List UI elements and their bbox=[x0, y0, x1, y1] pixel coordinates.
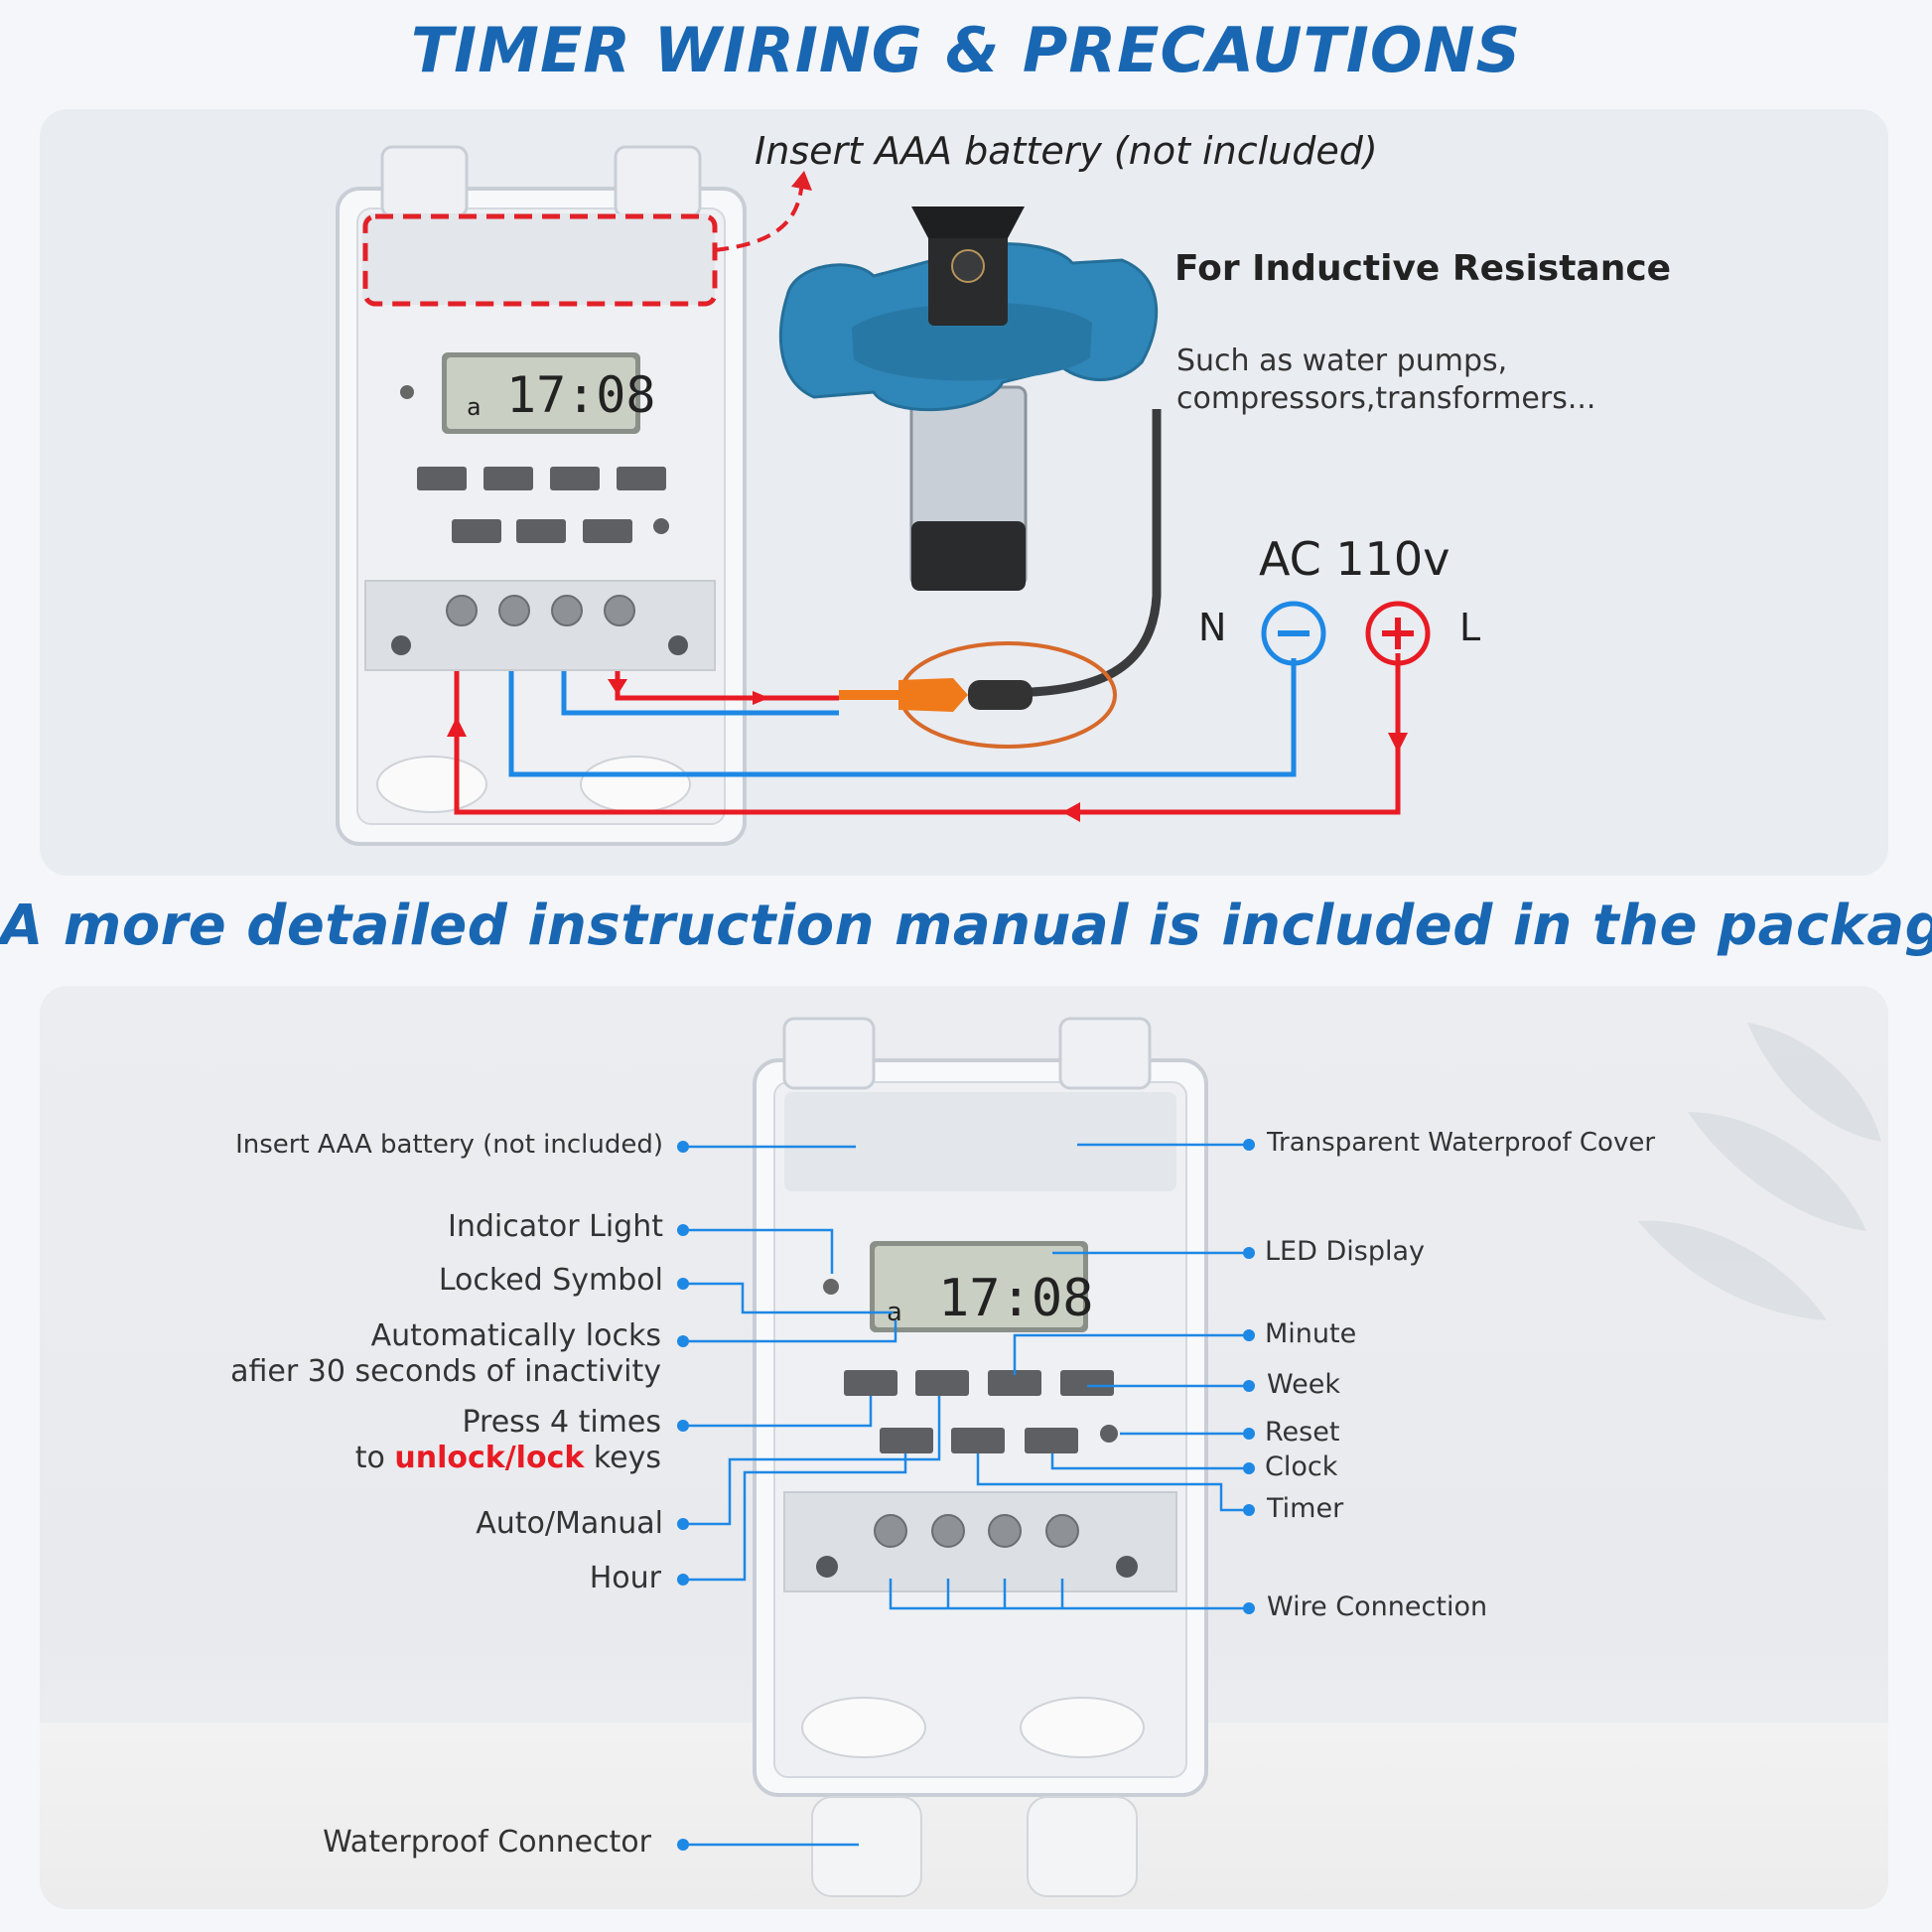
live-plus-icon bbox=[1365, 601, 1431, 666]
live-label: L bbox=[1459, 606, 1481, 649]
callout-minute: Minute bbox=[1265, 1318, 1357, 1349]
callout-press-4: Press 4 times bbox=[462, 1405, 661, 1440]
unlock-highlight: unlock/lock bbox=[394, 1441, 585, 1475]
battery-compartment-highlight bbox=[362, 213, 718, 307]
callout-hour: Hour bbox=[589, 1561, 661, 1595]
svg-text:a: a bbox=[887, 1298, 902, 1327]
callout-led-display: LED Display bbox=[1265, 1236, 1425, 1267]
callout-clock: Clock bbox=[1265, 1451, 1338, 1482]
callout-wire-connection: Wire Connection bbox=[1267, 1591, 1488, 1622]
lcd-digits-2: 17:08 bbox=[938, 1269, 1094, 1328]
neutral-minus-icon bbox=[1261, 601, 1326, 666]
manual-subtitle: A more detailed instruction manual is in… bbox=[0, 894, 1932, 958]
page-title: TIMER WIRING & PRECAUTIONS bbox=[410, 14, 1522, 86]
load-desc-2: compressors,transformers... bbox=[1176, 381, 1596, 416]
callout-auto-manual: Auto/Manual bbox=[476, 1506, 663, 1541]
callout-reset: Reset bbox=[1265, 1417, 1340, 1448]
callout-unlock-lock: to unlock/lock keys bbox=[354, 1441, 661, 1475]
callout-battery: Insert AAA battery (not included) bbox=[235, 1130, 663, 1160]
callout-locked-symbol: Locked Symbol bbox=[438, 1263, 663, 1298]
callout-week: Week bbox=[1267, 1369, 1340, 1400]
svg-text:a: a bbox=[467, 393, 481, 421]
callout-auto-lock-2: afier 30 seconds of inactivity bbox=[230, 1354, 661, 1389]
callout-transparent-cover: Transparent Waterproof Cover bbox=[1267, 1128, 1656, 1158]
battery-note: Insert AAA battery (not included) bbox=[755, 129, 1378, 173]
load-title: For Inductive Resistance bbox=[1174, 248, 1672, 289]
timer-housing-bottom: a 17:08 bbox=[753, 1017, 1208, 1897]
indicator-light bbox=[400, 385, 414, 399]
callout-auto-lock-1: Automatically locks bbox=[370, 1318, 661, 1353]
callout-timer: Timer bbox=[1267, 1493, 1344, 1524]
water-pump-image bbox=[778, 207, 1159, 591]
callout-indicator-light: Indicator Light bbox=[448, 1209, 663, 1244]
callout-waterproof-connector: Waterproof Connector bbox=[323, 1825, 651, 1860]
indicator-light-2 bbox=[823, 1279, 839, 1295]
ac-voltage-label: AC 110v bbox=[1259, 532, 1450, 586]
load-desc-1: Such as water pumps, bbox=[1176, 344, 1508, 378]
callout-lines bbox=[683, 1143, 1249, 1847]
neutral-label: N bbox=[1198, 606, 1227, 649]
timer-housing-top: a 17:08 bbox=[336, 145, 812, 846]
orange-plug bbox=[898, 678, 968, 712]
lcd-digits: 17:08 bbox=[506, 366, 656, 424]
